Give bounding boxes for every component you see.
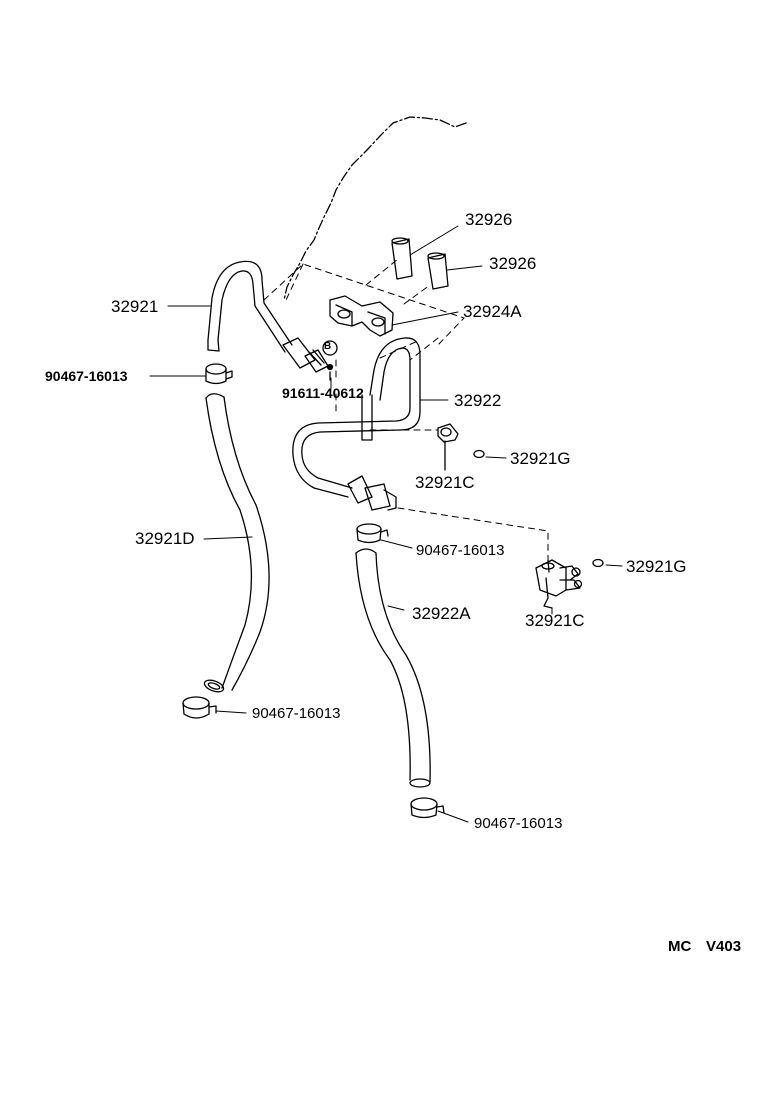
label-32922: 32922 <box>454 391 502 410</box>
clamp-hose-4 <box>410 797 445 819</box>
label-32924A: 32924A <box>463 302 522 321</box>
label-90467-16013-d: 90467-16013 <box>474 815 563 832</box>
label-32926-b: 32926 <box>489 254 537 273</box>
label-32921G-a: 32921G <box>510 449 571 468</box>
bracket-32924A <box>329 295 394 337</box>
sleeve-32926-a <box>391 237 413 280</box>
label-90467-16013-b: 90467-16013 <box>416 542 505 559</box>
bolt-91611-40612 <box>322 340 338 381</box>
engine-outline <box>283 116 467 301</box>
clamp-hose-3 <box>182 696 217 719</box>
pipe-32921 <box>207 260 329 373</box>
label-32921C-b: 32921C <box>525 611 585 630</box>
diagram-code-left: MC <box>668 938 692 955</box>
fitting-32921C-a <box>437 423 459 471</box>
pipe-32922 <box>292 337 421 511</box>
hose-32921D <box>203 393 270 693</box>
label-32921: 32921 <box>111 297 159 316</box>
label-91611-40612: 91611-40612 <box>282 385 364 401</box>
hose-32922A <box>355 548 431 788</box>
ref-marker-b: B <box>324 341 332 352</box>
label-90467-16013-a: 90467-16013 <box>45 368 128 384</box>
oring-32921G-a <box>473 449 485 459</box>
label-32922A: 32922A <box>412 604 471 623</box>
label-32926-a: 32926 <box>465 210 513 229</box>
diagram-code-right: V403 <box>706 938 742 955</box>
label-32921C-a: 32921C <box>415 473 475 492</box>
oring-32921G-b <box>592 558 604 568</box>
label-90467-16013-c: 90467-16013 <box>252 705 341 722</box>
label-32921D: 32921D <box>135 529 195 548</box>
fitting-32921C-b <box>535 559 583 609</box>
clamp-hose-1 <box>205 363 233 385</box>
leader-lines <box>149 225 623 823</box>
label-32921G-b: 32921G <box>626 557 687 576</box>
clamp-hose-2 <box>356 523 389 544</box>
sleeve-32926-b <box>427 252 449 290</box>
